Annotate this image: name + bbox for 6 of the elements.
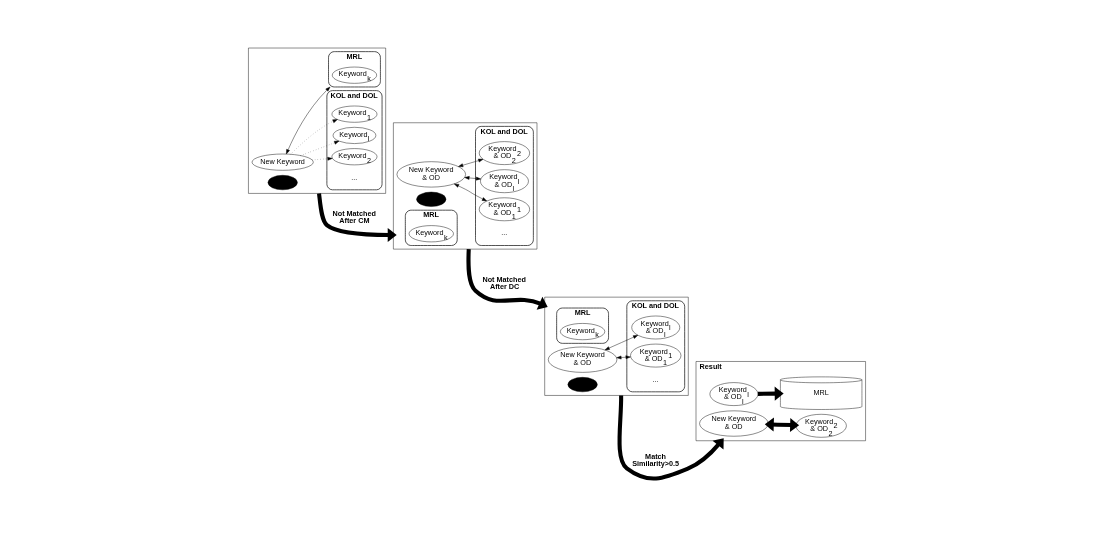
label: ... — [500, 228, 507, 238]
edge-label: Not Matched After CM — [332, 208, 376, 226]
edge-label: Not Matched After DC — [481, 274, 526, 291]
label: ... — [350, 172, 357, 182]
edge-label: Match Similarity>0.5 — [631, 452, 679, 469]
label: ... — [652, 374, 659, 384]
